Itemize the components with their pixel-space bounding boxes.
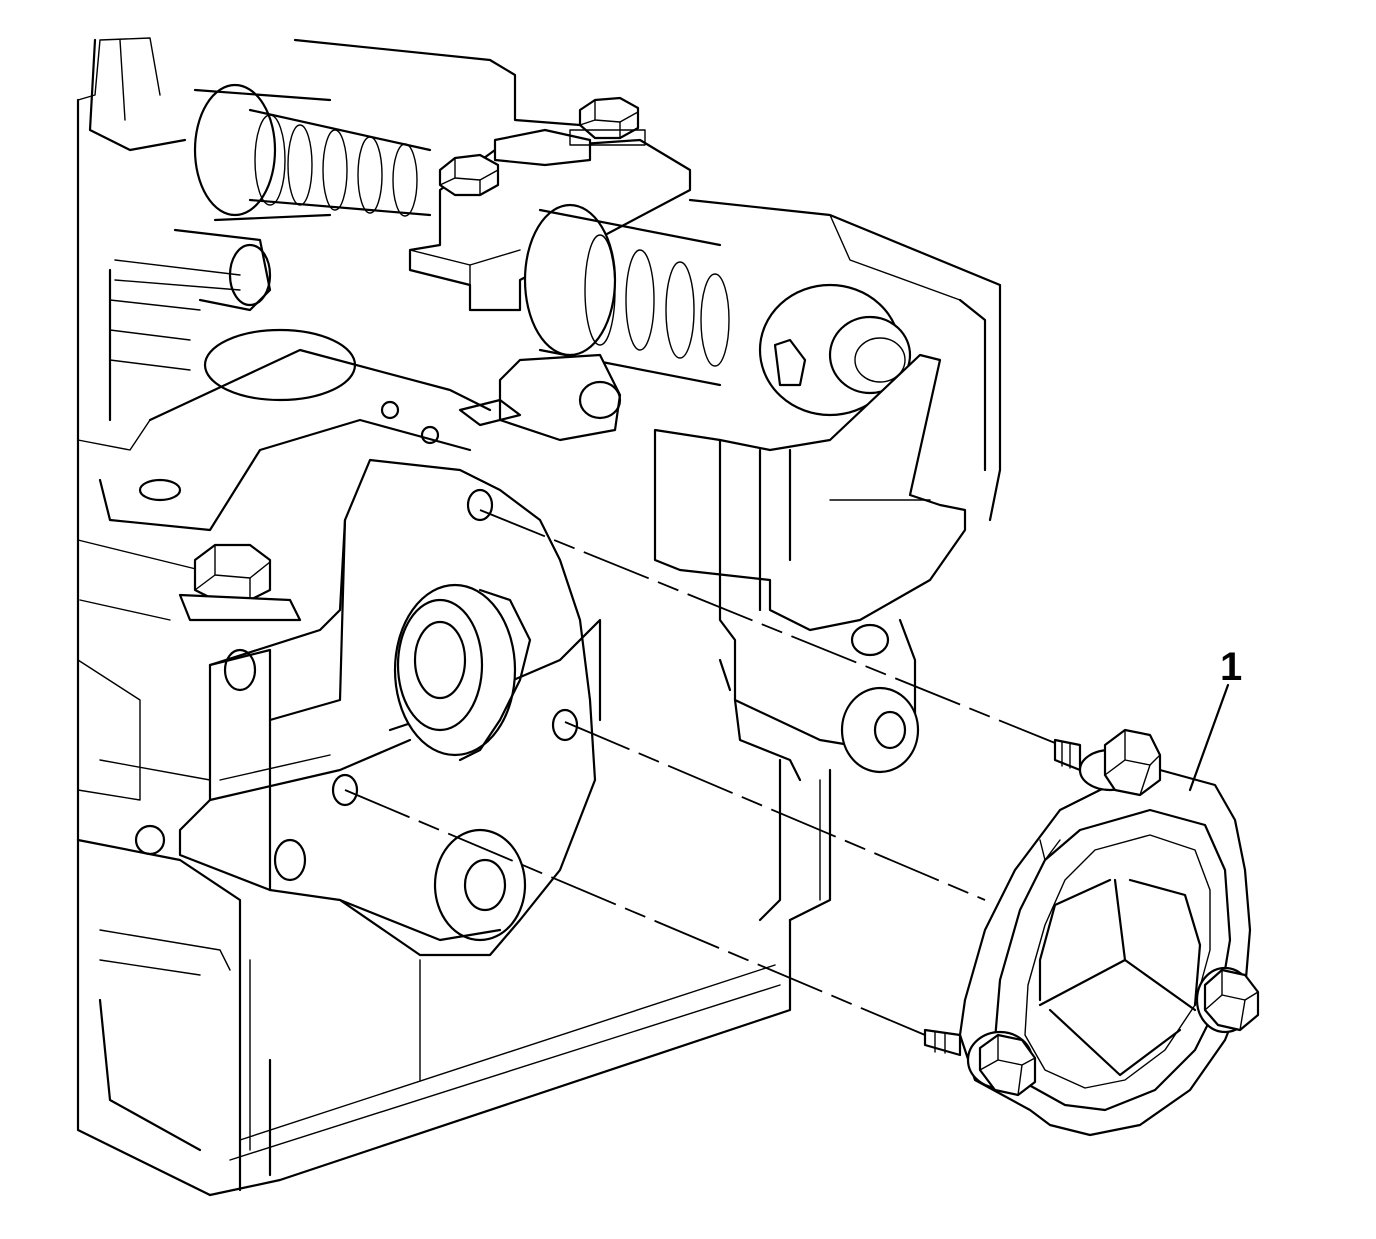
cam-cap-bolt	[569, 96, 646, 146]
front-housing	[178, 458, 602, 957]
camshaft-upper	[193, 83, 432, 222]
pump-bolt-upper	[1103, 728, 1162, 797]
pump-bolt-right	[1195, 966, 1260, 1034]
vacuum-pump-cover	[958, 768, 1252, 1137]
cylinder-head	[76, 37, 1002, 1197]
callout-1: 1	[1188, 645, 1242, 792]
roller-follower	[458, 353, 622, 442]
valve-spring	[108, 228, 272, 422]
pump-bolt-lower	[978, 1033, 1037, 1097]
cylinder-head-deck	[77, 328, 492, 621]
callout-1-label: 1	[1220, 645, 1242, 689]
camshaft-lower	[523, 203, 912, 417]
alignment-lines	[344, 509, 1061, 1036]
cam-cap-bolt	[438, 153, 500, 197]
housing-bolt	[178, 543, 302, 622]
end-bracket	[653, 353, 967, 922]
